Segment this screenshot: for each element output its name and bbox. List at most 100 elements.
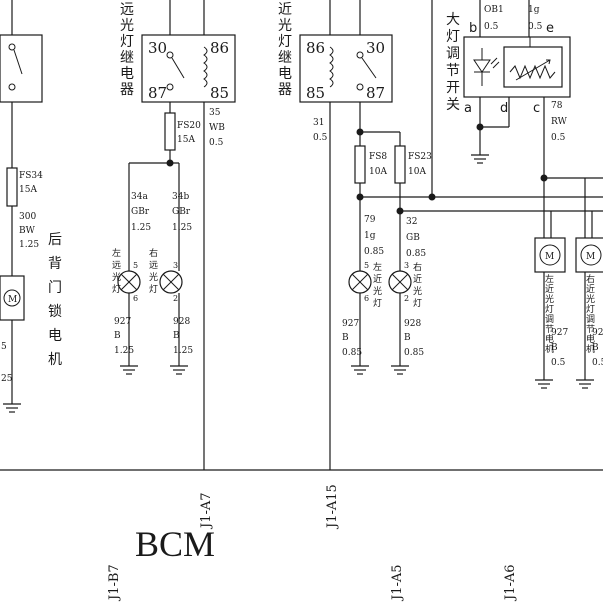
right-high-beam-label: 右远光灯 (149, 247, 158, 295)
wire-79-num: 79 (364, 215, 376, 225)
bcm-module: BCM J1-A7 J1-A15 J1-B7 J1-A5 J1-A6 (0, 469, 603, 602)
motor-icon (3, 289, 21, 307)
ground-symbol-tailgate (3, 403, 21, 413)
wire-35-gauge: 0.5 (209, 138, 224, 148)
right-high-beam-lamp-icon (159, 270, 183, 294)
ground-symbol (576, 379, 594, 389)
wire-78-gauge: 0.5 (551, 133, 566, 143)
fuse-fs20 (164, 112, 176, 151)
left-motor-letter: M (545, 252, 554, 262)
relay-pin-85: 85 (306, 84, 325, 102)
ground-symbol (170, 365, 188, 375)
connector-j1-b7: J1-B7 (107, 564, 122, 602)
tailgate-section: FS34 15A 300 BW 1.25 M 5 25 后背门锁电机 (0, 0, 62, 413)
wire-300-num: 300 (19, 212, 36, 222)
wire-34b-gauge: 1.25 (172, 223, 192, 233)
ground-symbol (535, 379, 553, 389)
wire-928-gauge: 1.25 (173, 346, 193, 356)
resistor-icon (509, 64, 556, 80)
wire-928-color: B (404, 333, 411, 343)
switch-pin-b: b (469, 21, 477, 36)
fuse-fs8-rating: 10A (369, 167, 387, 177)
wire-928-gauge: 0.5 (592, 358, 603, 368)
fuse-fs8 (354, 145, 366, 184)
right-low-beam-lamp-icon (388, 270, 412, 294)
high-beam-relay-box (141, 34, 236, 103)
lamp-pin-5: 5 (364, 261, 369, 270)
arrow-icon (546, 59, 551, 65)
tailgate-motor-letter: M (8, 295, 17, 305)
lamp-pin-6: 6 (133, 294, 138, 303)
switch-pin-c: c (533, 101, 540, 116)
wire-34a-color: GBr (131, 207, 150, 217)
wire-928-num: 928 (404, 319, 421, 329)
wire-300-gauge: 1.25 (19, 240, 39, 250)
wire-79-color: 1g (364, 231, 376, 241)
high-beam-section: 30 86 87 85 远光灯继电器 35 WB 0.5 FS20 15A 34… (112, 0, 236, 470)
wire-928-num: 928 (592, 328, 603, 338)
wire-927-color: B (114, 331, 121, 341)
left-high-beam-label: 左远光灯 (112, 247, 121, 295)
fuse-fs34 (6, 167, 18, 207)
wire-32-num: 32 (406, 217, 417, 227)
lamp-pin-2: 2 (173, 294, 178, 303)
wire-927-num: 927 (342, 319, 359, 329)
low-beam-relay-title: 近光灯继电器 (278, 2, 292, 98)
wire-927-gauge: 0.5 (551, 358, 566, 368)
connector-j1-a7: J1-A7 (199, 492, 214, 530)
wire-927-color: B (342, 333, 349, 343)
leveling-motor-section: M M 左近光灯调节电机 右近光灯调节电机 927 B 0.5 928 B 0.… (534, 211, 603, 389)
wire-78-color: RW (551, 117, 568, 127)
lamp-pin-2: 2 (404, 294, 409, 303)
wire-34b-color: GBr (172, 207, 191, 217)
wire-300-color: BW (19, 226, 36, 236)
wire-928-color: B (173, 331, 180, 341)
fuse-fs23-rating: 10A (408, 167, 426, 177)
wire-34a-gauge: 1.25 (131, 223, 151, 233)
relay-coil-icon (203, 46, 208, 88)
relay-pin-30: 30 (148, 39, 167, 57)
lamp-pin-6: 6 (364, 294, 369, 303)
wire-927-gauge: 1.25 (114, 346, 134, 356)
wire-78-num: 78 (551, 101, 563, 111)
ground-symbol (471, 154, 489, 164)
wire-928-num: 928 (173, 317, 190, 327)
relay-pin-87: 87 (366, 84, 385, 102)
tailgate-relay-box (0, 34, 43, 103)
left-high-beam-lamp-icon (117, 270, 141, 294)
relay-coil-icon (329, 46, 334, 88)
right-leveling-motor-label: 右近光灯调节电机 (586, 273, 595, 355)
ground-symbol (120, 365, 138, 375)
wire-34a-num: 34a (131, 192, 148, 202)
lamp-pin-3: 3 (173, 261, 178, 270)
wire-31-gauge: 0.5 (313, 133, 328, 143)
lamp-pin-5: 5 (133, 261, 138, 270)
fuse-fs20-name: FS20 (177, 121, 201, 131)
ground-symbol (391, 365, 409, 375)
wire-ob1-gauge: 0.5 (484, 22, 499, 32)
switch-pin-e: e (546, 21, 554, 36)
relay-pin-87: 87 (148, 84, 167, 102)
switch-pin-a: a (464, 101, 472, 116)
ground-symbol (351, 365, 369, 375)
headlamp-switch-label: 大灯调节开关 (446, 12, 460, 113)
left-low-beam-lamp-icon (348, 270, 372, 294)
fuse-fs23 (394, 145, 406, 184)
left-leveling-motor-label: 左近光灯调节电机 (545, 273, 554, 355)
fuse-fs8-name: FS8 (369, 152, 387, 162)
relay-pin-86: 86 (210, 39, 229, 57)
wire-928-gauge: 0.85 (404, 348, 424, 358)
wire-927-num: 927 (114, 317, 131, 327)
wire-32-gauge: 0.85 (406, 249, 426, 259)
wire-31-num: 31 (313, 118, 324, 128)
fuse-fs34-name: FS34 (19, 171, 43, 181)
wire-927-color: B (551, 343, 558, 353)
connector-j1-a6: J1-A6 (503, 564, 518, 602)
fuse-fs34-rating: 15A (19, 185, 37, 195)
connector-j1-a5: J1-A5 (390, 564, 405, 602)
motor-icon (580, 244, 602, 266)
switch-pin-d: d (500, 101, 508, 116)
motor-icon (539, 244, 561, 266)
